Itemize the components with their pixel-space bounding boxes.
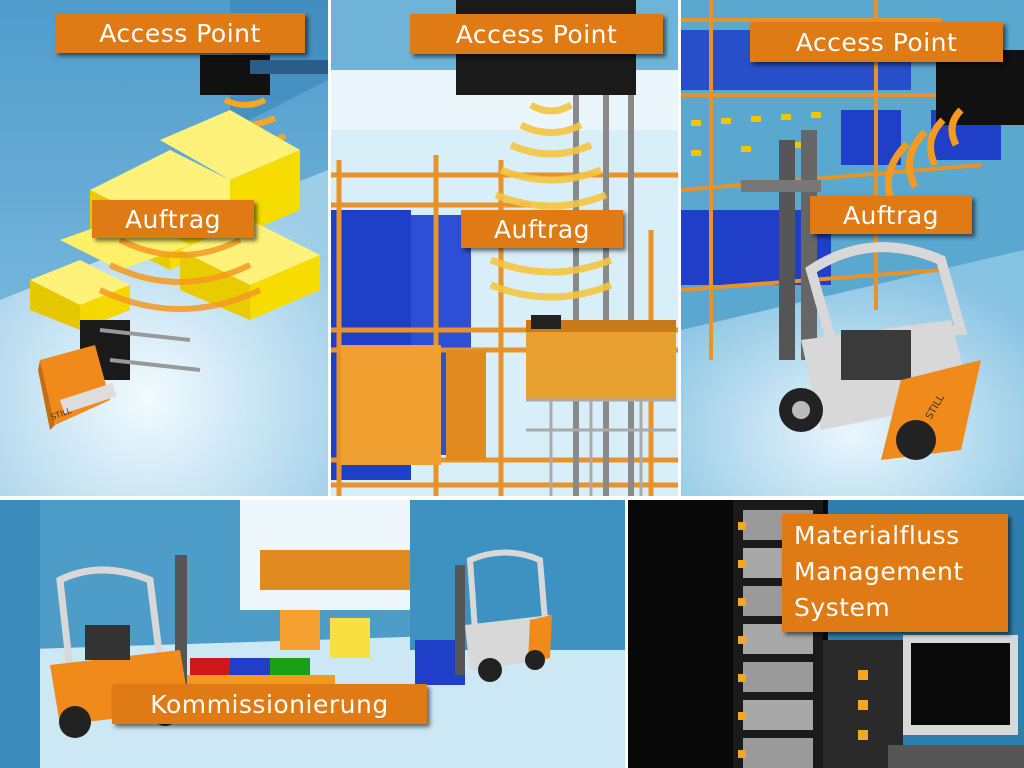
panel-high-rack: Access Point Auftrag <box>331 0 678 496</box>
access-point-label: Access Point <box>410 14 663 54</box>
order-label: Auftrag <box>461 210 623 248</box>
scene-picking <box>0 500 625 768</box>
wifi-signal-icon <box>489 101 613 301</box>
mfs-label: Materialfluss Management System <box>782 514 1008 632</box>
scene-pallet-truck: STILL <box>0 0 328 496</box>
mfs-label-line2: Management <box>794 557 964 586</box>
pallet-truck-icon: STILL <box>38 320 201 430</box>
access-point-label: Access Point <box>55 13 305 53</box>
access-point-device-icon <box>936 50 1024 125</box>
monitor-icon <box>888 635 1024 768</box>
forklift-icon: STILL <box>741 130 981 460</box>
order-label: Auftrag <box>92 200 254 238</box>
mfs-label-line3: System <box>794 593 891 622</box>
order-label: Auftrag <box>810 196 972 234</box>
panel-pallet-truck: STILL Access Point Auftrag <box>0 0 328 496</box>
forklift-icon <box>455 549 552 682</box>
scene-forklift-shelf: STILL <box>681 0 1024 496</box>
server-rack-icon <box>733 500 823 768</box>
picking-label: Kommissionierung <box>112 684 427 724</box>
scene-high-rack <box>331 0 678 496</box>
panel-server-room: Materialfluss Management System <box>628 500 1024 768</box>
panel-picking: Kommissionierung <box>0 500 625 768</box>
panel-forklift-shelf: STILL Access Point Auftrag <box>681 0 1024 496</box>
access-point-label: Access Point <box>750 22 1003 62</box>
shelf-racks <box>331 155 678 496</box>
mfs-label-line1: Materialfluss <box>794 521 960 550</box>
order-picker-mast <box>573 60 634 496</box>
